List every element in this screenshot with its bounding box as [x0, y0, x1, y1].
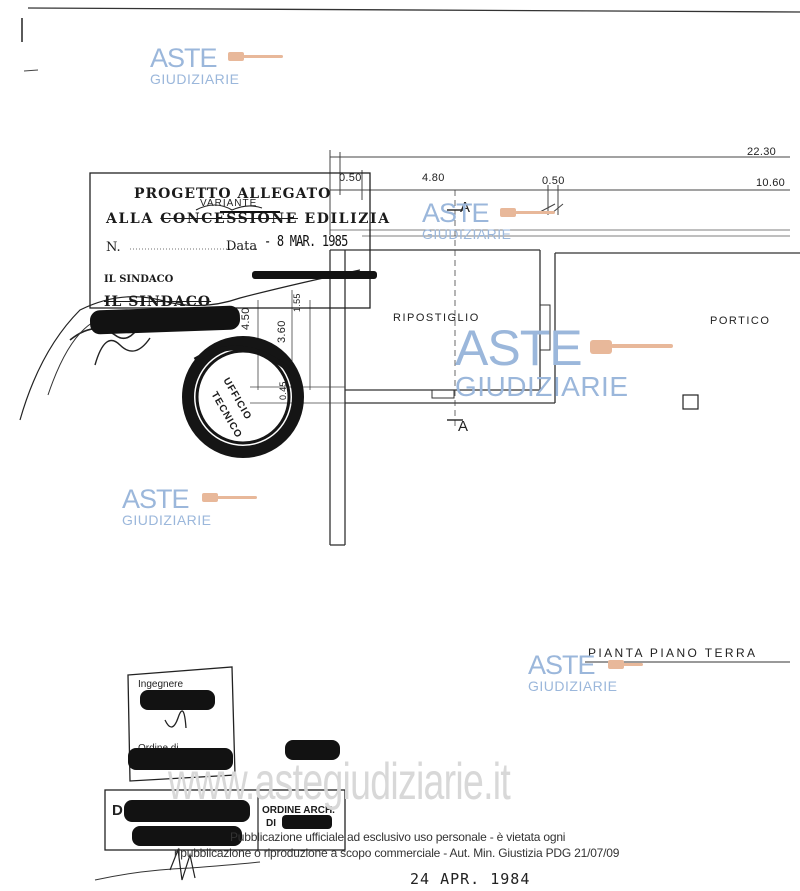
section-mark-bottom: A [458, 418, 469, 435]
watermark-brand: ASTE GIUDIZIARIE [528, 650, 618, 694]
dim-vert-b: 3.60 [276, 320, 288, 343]
stamp-date-label: Data [226, 239, 258, 254]
room-label-porch: PORTICO [710, 315, 771, 327]
stamp-overwrite: VARIANTE [200, 198, 258, 209]
dim-left-b: 4.80 [422, 172, 445, 184]
legal-notice-line2: ripubblicazione o riproduzione a scopo c… [174, 846, 620, 860]
legal-notice-line1: Pubblicazione ufficiale ad esclusivo uso… [230, 830, 566, 844]
redaction-bar [285, 740, 340, 760]
stamp-mayor-label: IL SINDACO [104, 274, 174, 285]
stamp-number-label: N. [106, 240, 121, 255]
dim-left-a: 0.50 [339, 172, 362, 184]
dim-total-width: 22.30 [747, 146, 777, 158]
watermark-brand: ASTE GIUDIZIARIE [455, 320, 629, 402]
plan-title: PIANTA PIANO TERRA [588, 646, 758, 660]
stamp-line2-struck: CONCESSIONE [160, 211, 298, 227]
redaction-bar [124, 800, 250, 822]
architect-stamp-label1: ORDINE ARCH. [262, 805, 335, 816]
stamp-line2: ALLA CONCESSIONE EDILIZIA [106, 211, 391, 227]
dim-left-c: 0.50 [542, 175, 565, 187]
room-label-storage: RIPOSTIGLIO [393, 312, 480, 324]
stamp-date-value: - 8 MAR. 1985 [264, 232, 348, 250]
architect-stamp-letter: D [112, 802, 123, 819]
architect-stamp-label2: DI [266, 818, 276, 829]
redaction-bar [128, 748, 233, 770]
watermark-brand: ASTE GIUDIZIARIE [422, 198, 512, 242]
redaction-bar [252, 271, 377, 279]
engineer-stamp-label1: Ingegnere [138, 679, 184, 690]
redaction-bar [132, 826, 242, 846]
stamp-mayor-struck: IL SINDACO [104, 294, 212, 310]
stamp-line2-pre: ALLA [106, 211, 154, 227]
stamp-line2-post: EDILIZIA [304, 211, 391, 227]
section-mark-top: A [460, 199, 471, 216]
stamp-line1: PROGETTO ALLEGATO [134, 186, 332, 202]
dim-vert-a: 4.50 [240, 307, 252, 330]
dim-right-width: 10.60 [756, 177, 786, 189]
watermark-brand: ASTE GIUDIZIARIE [150, 43, 240, 87]
redaction-bar [140, 690, 215, 710]
redaction-bar [282, 815, 332, 829]
footer-date-stamp: 24 APR. 1984 [410, 870, 531, 888]
watermark-brand: ASTE GIUDIZIARIE [122, 484, 212, 528]
watermark-site-url: www.astegiudiziarie.it [168, 753, 511, 811]
dim-vert-c: 1.55 [292, 293, 302, 312]
dim-vert-d: 0.45 [278, 381, 288, 400]
